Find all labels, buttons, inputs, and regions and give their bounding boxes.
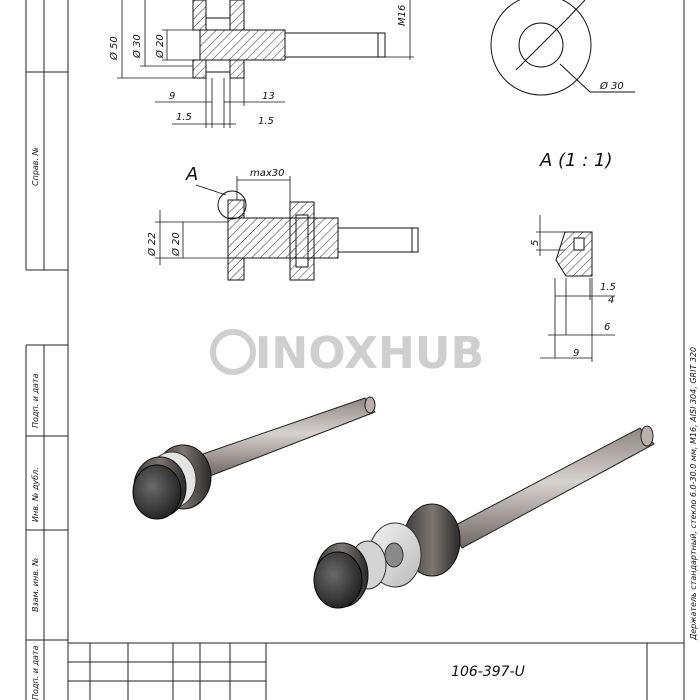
top-section-view — [192, 0, 386, 79]
dim-d20-mid: Ø 20 — [170, 232, 182, 257]
dim-13: 13 — [262, 91, 275, 102]
side-label-sprav: Справ. № — [31, 147, 40, 186]
detail-dim-6: 6 — [604, 322, 610, 333]
dim-d50: Ø 50 — [108, 36, 120, 61]
detail-dim-9: 9 — [573, 348, 579, 359]
ring-dim-d30: Ø 30 — [599, 80, 624, 92]
side-label-podp-data-2: Подп. и дата — [31, 645, 40, 700]
mid-view-dimensions — [155, 176, 291, 265]
mid-section-view — [217, 190, 419, 281]
title-block — [68, 642, 684, 700]
dim-d22: Ø 22 — [146, 232, 158, 257]
dim-d20: Ø 20 — [154, 34, 166, 59]
dim-9: 9 — [169, 91, 175, 102]
ring-view — [490, 0, 635, 96]
dim-1-5-b: 1.5 — [258, 116, 274, 127]
detail-view — [555, 231, 593, 277]
render-holder-right — [313, 425, 655, 609]
side-label-inv-dubl: Инв. № дубл. — [31, 467, 40, 522]
sheet-frame — [25, 0, 685, 700]
detail-title: A (1 : 1) — [539, 150, 613, 171]
drawing-code: 106-397-U — [451, 664, 525, 680]
render-holder-left — [132, 396, 376, 520]
side-label-podp-data-1: Подп. и дата — [31, 373, 40, 428]
watermark-text: INOXHUB — [255, 328, 484, 379]
dim-max30: max30 — [250, 168, 285, 179]
dim-d30: Ø 30 — [131, 34, 143, 59]
watermark: INOXHUB — [210, 328, 484, 379]
top-view-dimensions — [117, 0, 414, 128]
detail-dim-4: 4 — [608, 295, 614, 306]
right-note: Держатель стандартный, стекло 6.0-30.0 м… — [689, 347, 698, 641]
dim-1-5-a: 1.5 — [176, 112, 192, 123]
detail-dim-5: 5 — [530, 240, 541, 246]
dim-m16: M16 — [397, 5, 408, 26]
detail-dim-1-5: 1.5 — [600, 282, 616, 293]
callout-a: A — [185, 164, 198, 185]
side-label-vzam-inv: Взам. инв. № — [31, 558, 40, 612]
detail-dimensions — [536, 215, 615, 362]
